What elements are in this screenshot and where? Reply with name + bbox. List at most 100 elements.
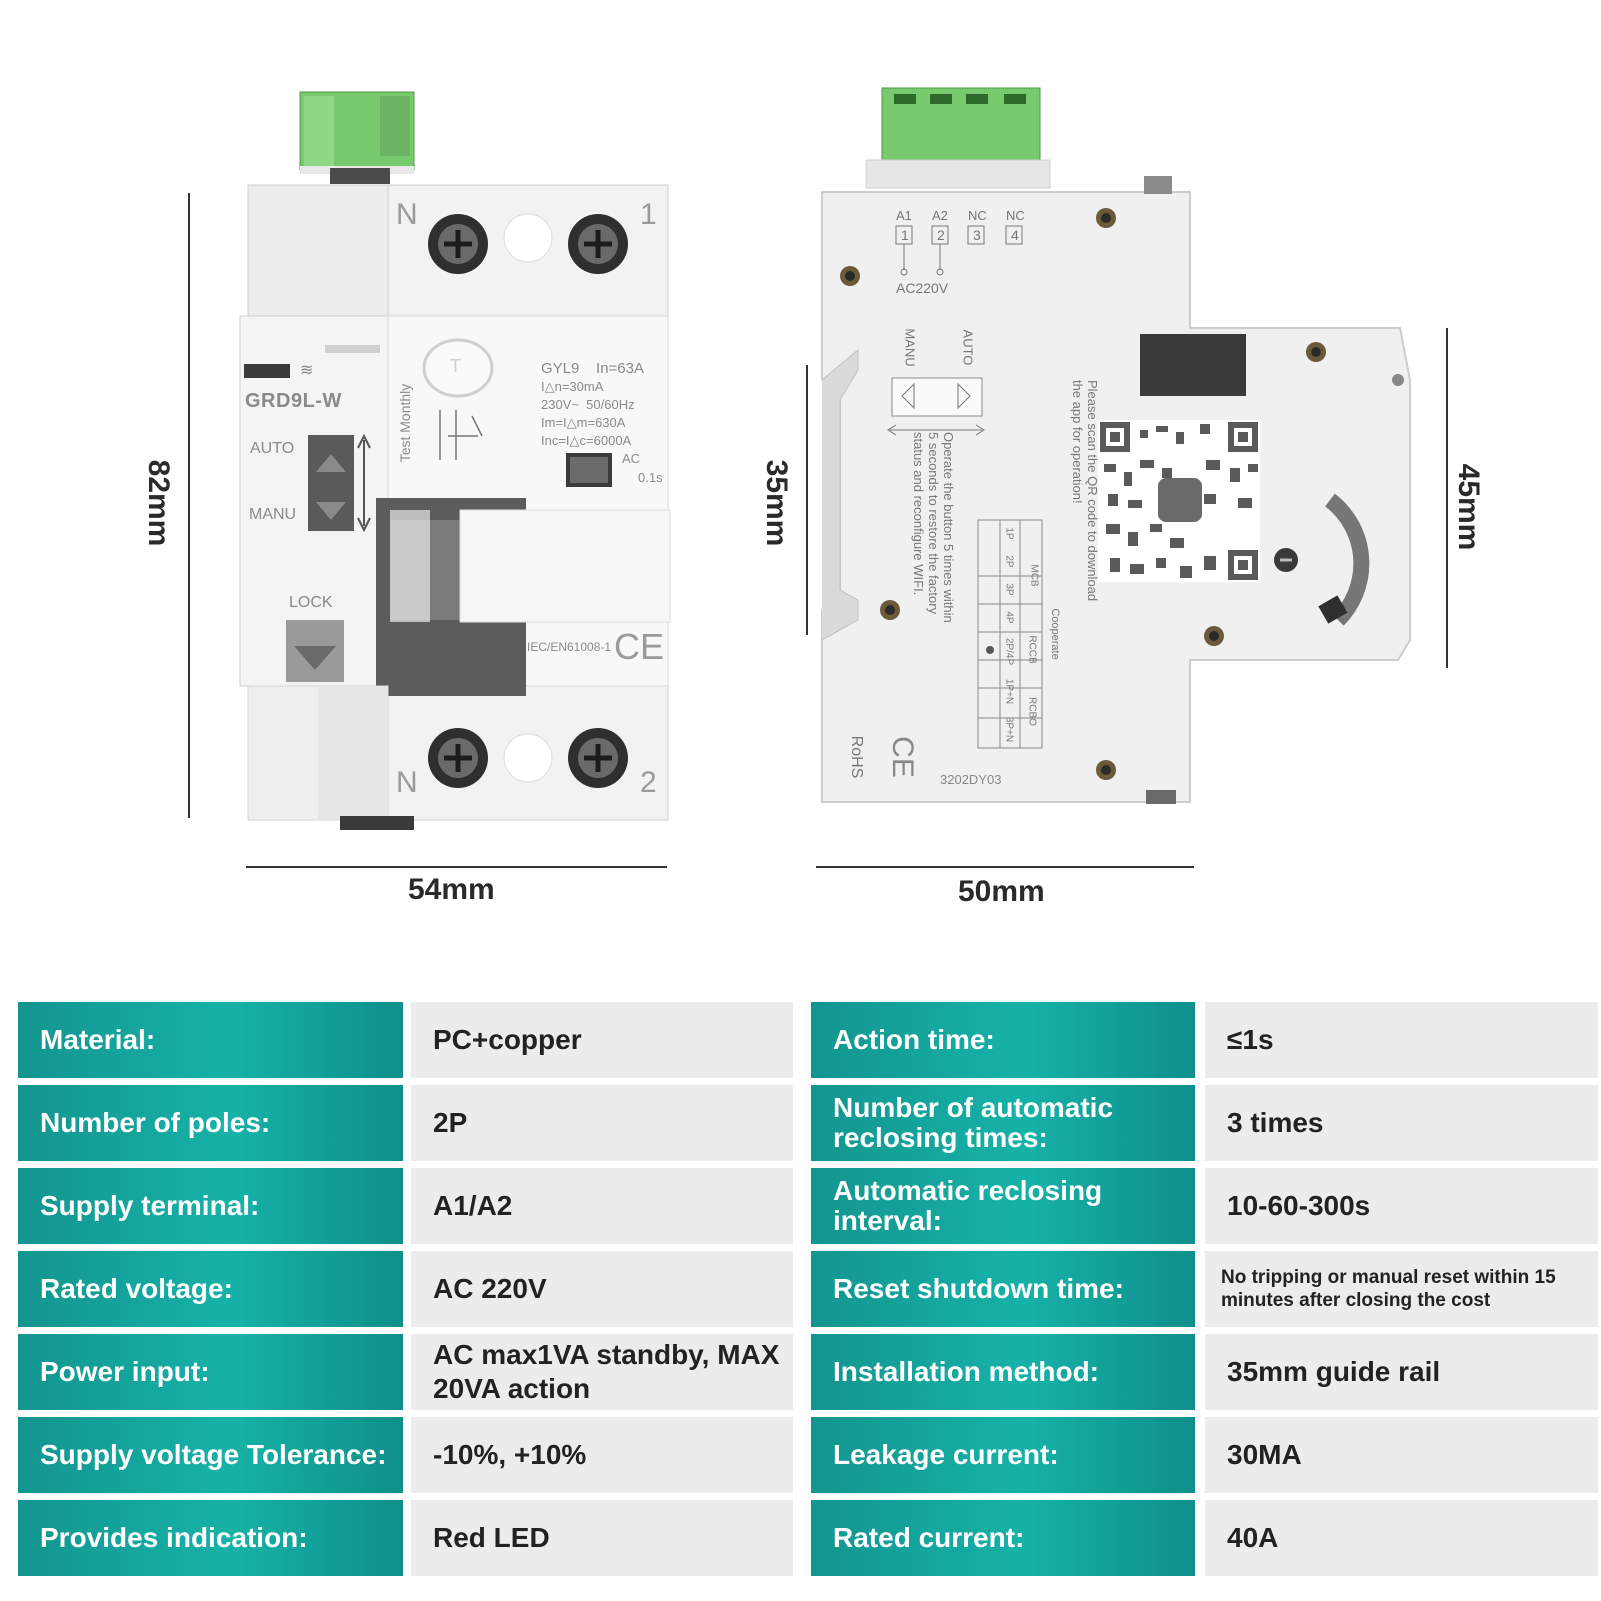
dimension-line-height-right [1446,328,1448,668]
spec-key: Leakage current: [811,1417,1195,1493]
spec-value-text: 30MA [1227,1439,1302,1470]
spec-key: Material: [18,1002,403,1078]
spec-key-text: Power input: [40,1356,210,1387]
terminal-1: 1 [640,198,657,231]
dimension-width-right: 50mm [958,875,1045,908]
dimension-line-rail [806,365,808,635]
spec-row: Supply voltage Tolerance: -10%, +10% Leaka… [18,1417,1598,1493]
spec-key-text: Automatic reclosing interval: [833,1175,1103,1236]
spec-key-text: Installation method: [833,1356,1099,1387]
manu-label-side: MANU [902,328,918,367]
spec-value: 30MA [1205,1417,1598,1493]
spec-value-text: AC max1VA standby, MAX 20VA action [433,1339,780,1404]
spec-key: Provides indication: [18,1500,403,1576]
terminal-n-bottom: N [396,766,418,799]
ce-mark-front: CE [614,626,665,667]
spec-gyl: GYL9 In=63A [541,360,644,377]
spec-value-text: -10%, +10% [433,1439,587,1470]
spec-value-text: No tripping or manual reset within 15 mi… [1221,1267,1556,1311]
spec-im: Im=I△m=630A [541,415,626,430]
spec-value: 10-60-300s [1205,1168,1598,1244]
scan-line-1: Please scan the QR code to download [1085,380,1100,602]
spec-key-text: Rated voltage: [40,1273,233,1304]
table-3p: 3P [1003,583,1015,596]
dimension-line-height-left [188,193,190,818]
table-3pn: 3P+N [1003,716,1015,743]
scan-line-2: the app for operation! [1070,380,1085,504]
lock-label: LOCK [289,594,333,611]
spec-key-text: Number of poles: [40,1107,271,1138]
spec-value: 35mm guide rail [1205,1334,1598,1410]
product-code: 3202DY03 [940,772,1002,787]
manu-label: MANU [249,506,297,523]
spec-key: Number of poles: [18,1085,403,1161]
cooperate-label: Cooperate [1049,608,1061,660]
table-rcbo: RCBO [1026,697,1038,726]
terminal-n-top: N [396,198,418,231]
spec-key: Reset shutdown time: [811,1251,1195,1327]
scan-instruction: Please scan the QR code to download the … [1060,380,1100,680]
terminal-num-4: 4 [1011,227,1019,243]
spec-row: Provides indication: Red LED Rated current… [18,1500,1598,1576]
spec-value-text: Red LED [433,1522,550,1553]
spec-key-text: Provides indication: [40,1522,308,1553]
spec-key: Action time: [811,1002,1195,1078]
spec-value-text: 2P [433,1107,468,1138]
operate-line-1: Operate the button 5 times within [941,432,956,623]
spec-value: A1/A2 [411,1168,793,1244]
spec-value-text: AC 220V [433,1273,547,1304]
spec-value: No tripping or manual reset within 15 mi… [1205,1251,1598,1327]
spec-key: Supply terminal: [18,1168,403,1244]
rohs-label: RoHS [848,735,865,779]
spec-key: Installation method: [811,1334,1195,1410]
operate-line-3: status and reconfigure WIFI. [911,432,926,596]
spec-value: AC 220V [411,1251,793,1327]
spec-value-text: ≤1s [1227,1024,1274,1055]
spec-row: Power input: AC max1VA standby, MAX 20VA … [18,1334,1598,1410]
terminal-a2-label: A2 [932,208,948,223]
dimension-height-left: 82mm [142,459,175,547]
spec-value-text: PC+copper [433,1024,582,1055]
terminal-num-1: 1 [901,227,909,243]
spec-voltage: 230V~ 50/60Hz [541,397,635,412]
spec-value-text: 35mm guide rail [1227,1356,1441,1387]
ce-mark-side: CE [886,736,919,778]
spec-key: Rated voltage: [18,1251,403,1327]
spec-value: PC+copper [411,1002,793,1078]
auto-label-side: AUTO [960,329,976,366]
spec-key-text: Leakage current: [833,1439,1059,1470]
spec-key: Supply voltage Tolerance: [18,1417,403,1493]
dimension-height-right: 45mm [1452,463,1485,551]
table-mcb: MCB [1028,564,1040,587]
spec-value: Red LED [411,1500,793,1576]
spec-value: AC max1VA standby, MAX 20VA action [411,1334,793,1410]
spec-value: 2P [411,1085,793,1161]
table-4p: 4P [1003,611,1015,624]
spec-row: Material: PC+copper Action time: ≤1s [18,1002,1598,1078]
operate-instruction: Operate the button 5 times within 5 seco… [906,432,956,722]
terminal-nc1-label: NC [968,208,987,223]
operate-line-2: 5 seconds to restore the factory [926,432,941,615]
table-1p: 1P [1003,527,1015,540]
dimension-rail-height: 35mm [760,459,793,547]
standard-label: IEC/EN61008-1 [527,640,612,654]
spec-ac: AC [622,451,641,466]
spec-key-text: Supply voltage Tolerance: [40,1439,387,1470]
table-2p4p: 2P/4P [1003,637,1015,666]
front-view-breaker [239,91,671,830]
dimension-line-width-left [246,866,667,868]
spec-value-text: 40A [1227,1522,1279,1553]
spec-key: Rated current: [811,1500,1195,1576]
spec-key-text: Rated current: [833,1522,1025,1553]
spec-inc: Inc=I△c=6000A [541,433,632,448]
spec-row: Supply terminal: A1/A2 Automatic reclosing… [18,1168,1598,1244]
spec-value-text: 3 times [1227,1107,1324,1138]
table-2p: 2P [1003,555,1015,568]
terminal-nc2-label: NC [1006,208,1025,223]
product-illustration: 82mm 54mm 35mm 50mm 45mm [142,87,1485,908]
dimension-line-width-right [816,866,1194,868]
spec-value-text: A1/A2 [433,1190,513,1221]
spec-key-text: Action time: [833,1024,995,1055]
